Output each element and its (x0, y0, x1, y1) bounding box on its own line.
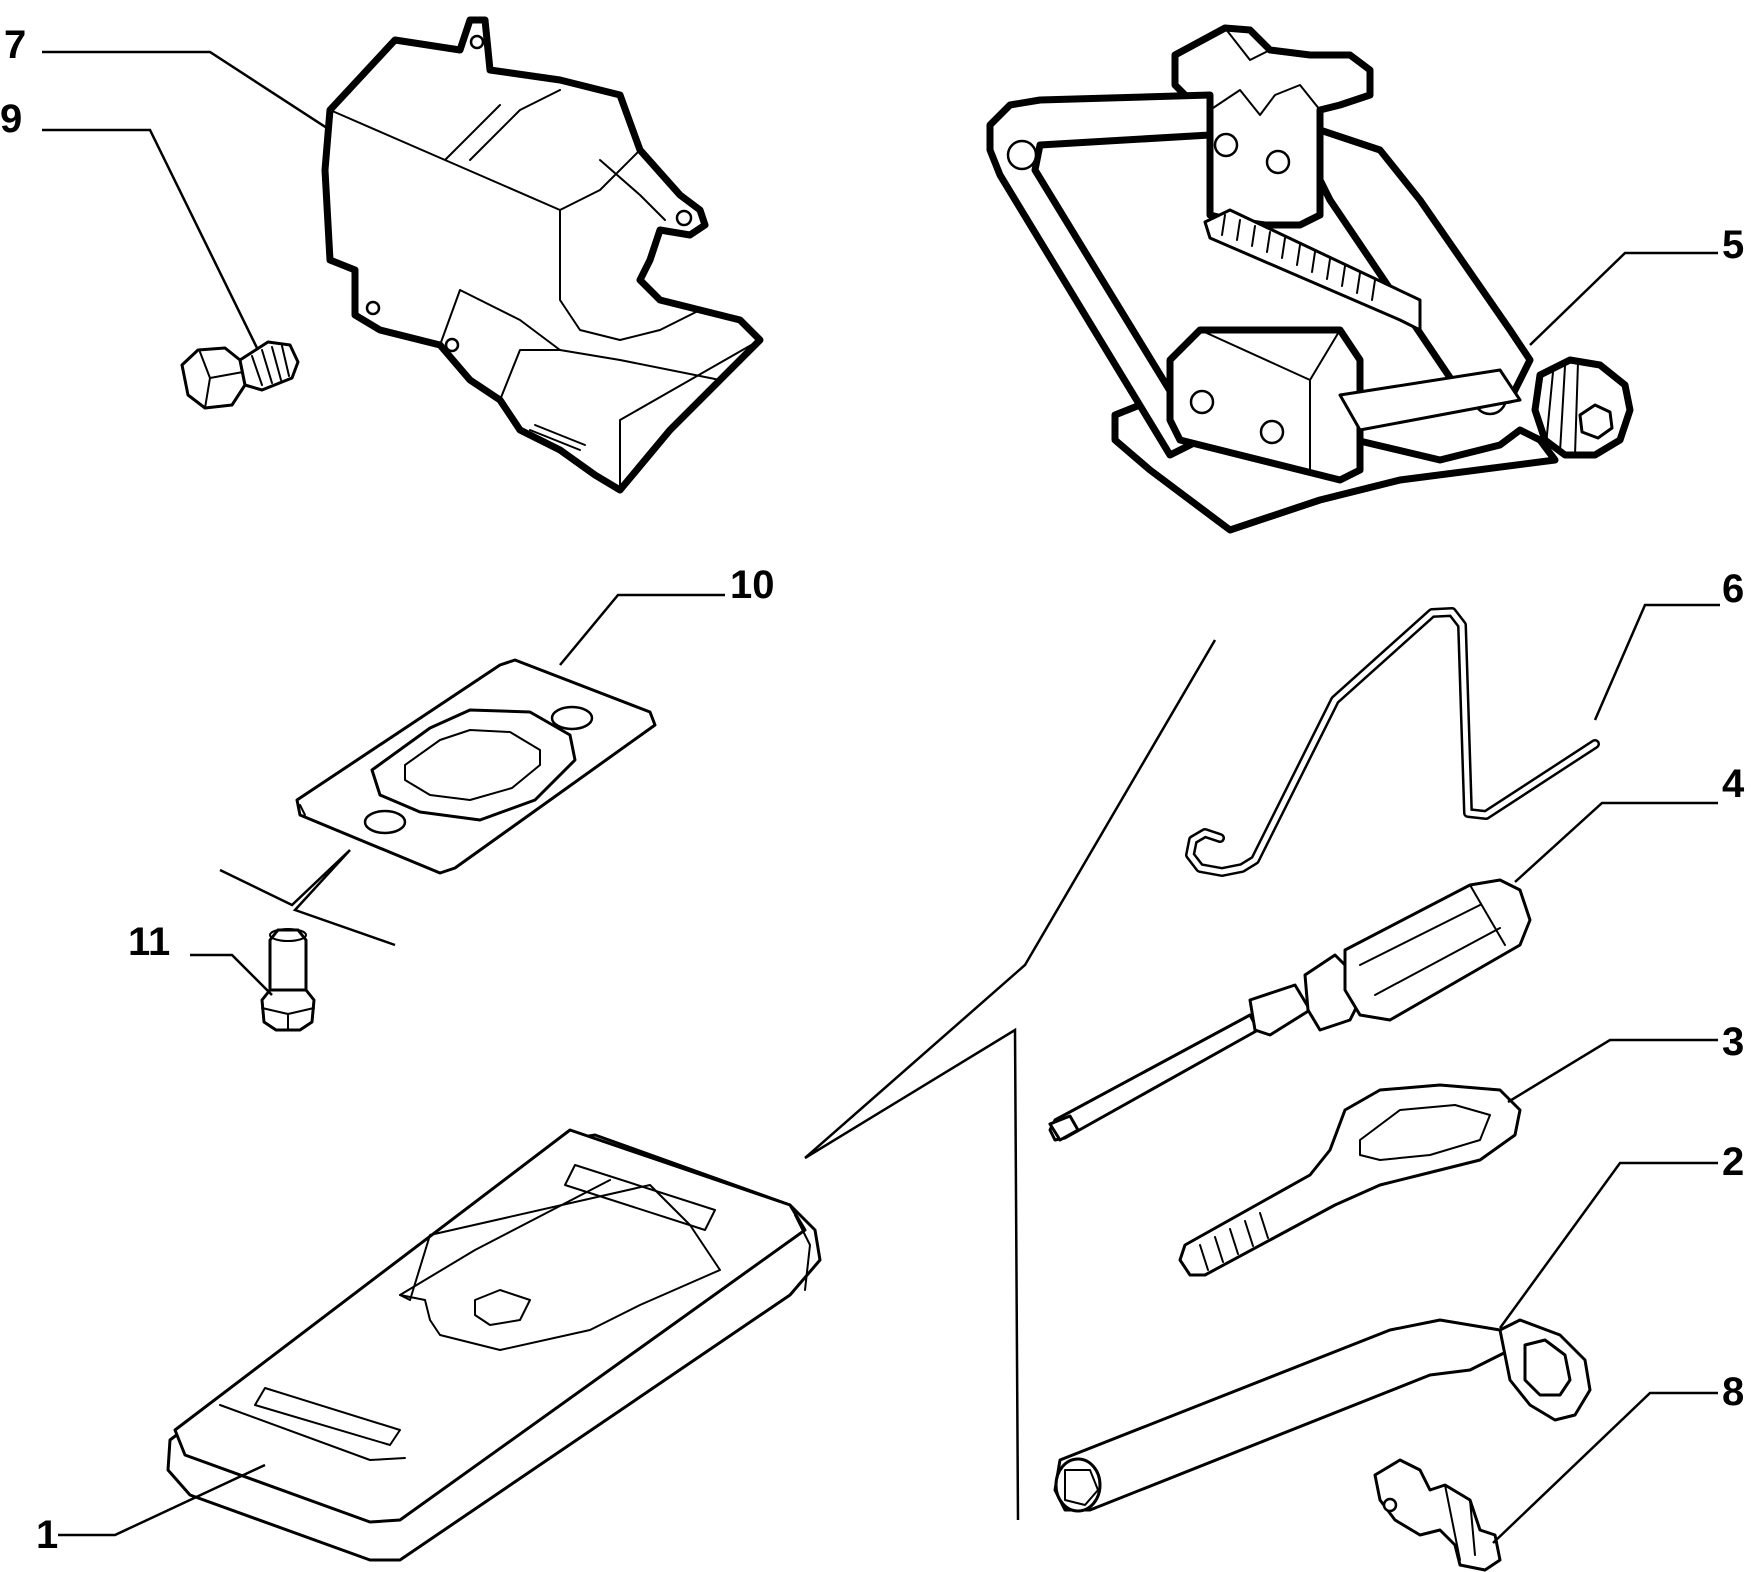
callout-4: 4 (1722, 762, 1745, 806)
leader-10 (559, 593, 725, 666)
leader-4 (1514, 801, 1718, 883)
callout-9: 9 (0, 97, 22, 141)
part-11-flange-bolt (260, 928, 316, 1032)
part-6-tow-hook-rod (1185, 607, 1600, 877)
callout-11: 11 (128, 920, 170, 964)
callout-2: 2 (1722, 1140, 1744, 1184)
part-2-wheel-wrench (1053, 1318, 1592, 1513)
leader-5 (1529, 251, 1718, 346)
part-7-jack-holder-bracket (321, 16, 764, 494)
leader-2 (1498, 1161, 1718, 1329)
leader-9 (42, 128, 260, 351)
callout-3: 3 (1722, 1020, 1744, 1064)
part-10-gasket-plate (295, 658, 657, 875)
callout-8: 8 (1722, 1370, 1744, 1414)
leader-3 (1507, 1038, 1718, 1104)
part-9-hex-bolt (180, 340, 300, 410)
callout-5: 5 (1722, 223, 1744, 267)
part-8-retaining-clip (1373, 1458, 1502, 1572)
leader-7 (42, 50, 331, 132)
part-4-screwdriver (1048, 878, 1532, 1142)
callout-10: 10 (730, 563, 775, 607)
callout-labels: 7 9 5 10 6 4 11 3 2 8 1 (0, 23, 1745, 1557)
part-5-scissor-jack (986, 24, 1634, 534)
leader-11 (190, 953, 273, 996)
part-1-tool-bag (166, 1128, 822, 1562)
leader-lines (42, 50, 1720, 1544)
callout-1: 1 (36, 1513, 58, 1557)
leader-8 (1492, 1391, 1718, 1544)
part-3-bolt-key (1178, 1083, 1522, 1277)
group-bracket-lines (219, 639, 1217, 1521)
leader-6 (1593, 603, 1720, 721)
leader-1 (58, 1463, 266, 1537)
callout-6: 6 (1722, 567, 1744, 611)
callout-7: 7 (4, 23, 26, 67)
